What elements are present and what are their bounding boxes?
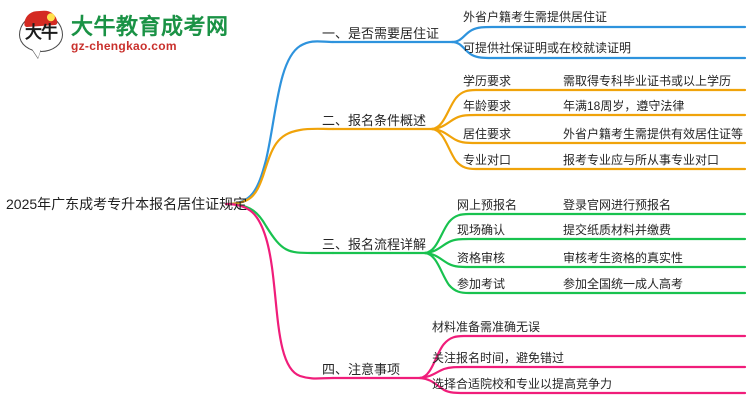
branch-3-child-2-detail[interactable]: 提交纸质材料并缴费 [563,223,672,237]
connector-branch4-child3 [418,376,747,395]
connector-branch4-child2 [418,365,747,380]
connector-branch3-child2 [423,237,747,255]
branch-2-child-2-detail[interactable]: 年满18周岁，遵守法律 [563,99,685,113]
connector-branch3-child1 [423,212,747,255]
branch-3-child-4[interactable]: 参加考试 [457,277,506,291]
logo-mark-icon: 大牛 [18,9,64,57]
branch-3-child-1[interactable]: 网上预报名 [457,198,518,212]
logo-mark-label: 大牛 [25,23,58,42]
branch-2-child-4[interactable]: 专业对口 [463,153,512,167]
branch-3-child-2[interactable]: 现场确认 [457,223,506,237]
branch-3-child-4-detail[interactable]: 参加全国统一成人高考 [563,277,684,291]
branch-node-3[interactable]: 三、报名流程详解 [322,237,427,252]
branch-node-2[interactable]: 二、报名条件概述 [322,113,427,128]
connector-branch1-child2 [450,40,747,60]
branch-2-child-1[interactable]: 学历要求 [463,74,512,88]
branch-4-child-1[interactable]: 材料准备需准确无误 [432,320,541,334]
branch-1-child-1[interactable]: 外省户籍考生需提供居住证 [463,10,608,24]
connector-branch2-child3 [430,127,747,145]
branch-3-child-1-detail[interactable]: 登录官网进行预报名 [563,198,672,212]
branch-1-child-2[interactable]: 可提供社保证明或在校就读证明 [463,41,632,55]
branch-2-child-3-detail[interactable]: 外省户籍考生需提供有效居住证等 [563,127,744,141]
connector-branch2-child2 [430,113,747,131]
branch-2-child-4-detail[interactable]: 报考专业应与所从事专业对口 [563,153,720,167]
connector-root-branch1 [224,40,335,206]
logo-subtitle: gz-chengkao.com [71,39,177,54]
branch-4-child-2[interactable]: 关注报名时间，避免错过 [432,351,565,365]
branch-node-1[interactable]: 一、是否需要居住证 [322,26,440,41]
connector-root-branch4 [224,202,335,380]
connector-branch3-child4 [423,251,747,295]
branch-node-4[interactable]: 四、注意事项 [322,362,401,377]
branch-3-child-3-detail[interactable]: 审核考生资格的真实性 [563,251,684,265]
branch-2-child-1-detail[interactable]: 需取得专科毕业证书或以上学历 [563,74,732,88]
connector-branch1-child1 [450,25,747,44]
branch-4-child-3[interactable]: 选择合适院校和专业以提高竞争力 [432,377,613,391]
logo-title: 大牛教育成考网 [71,14,229,40]
connector-branch3-child3 [423,251,747,269]
branch-2-child-3[interactable]: 居住要求 [463,127,512,141]
branch-3-child-3[interactable]: 资格审核 [457,251,506,265]
connector-branch2-child4 [430,127,747,171]
mindmap-root-node[interactable]: 2025年广东成考专升本报名居住证规定 [6,196,248,212]
connector-root-branch2 [224,127,335,206]
connector-branch2-child1 [430,88,747,131]
site-logo: 大牛 大牛教育成考网 gz-chengkao.com [18,8,233,60]
connector-branch4-child1 [418,334,747,380]
branch-2-child-2[interactable]: 年龄要求 [463,99,512,113]
logo-text: 大牛教育成考网 gz-chengkao.com [71,15,229,53]
